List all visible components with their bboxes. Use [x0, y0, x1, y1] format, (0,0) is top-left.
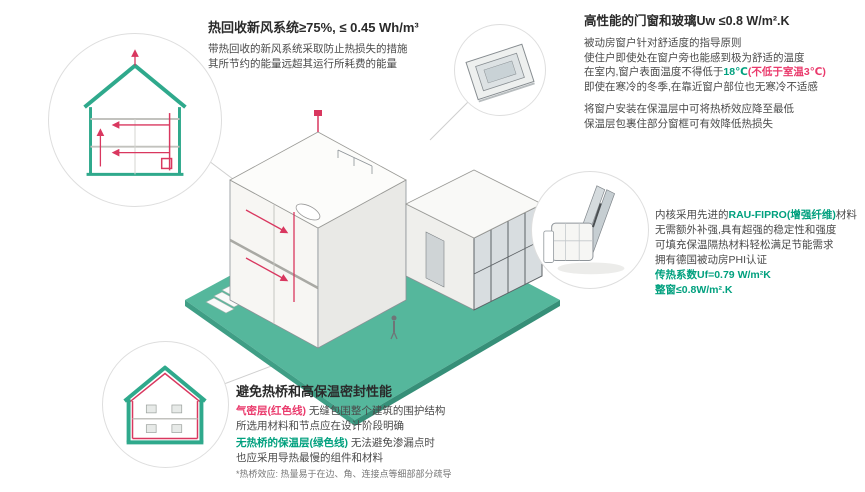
heat-exchanger-unit	[160, 157, 173, 170]
text-line: 气密层(红色线) 无缝包围整个建筑的围护结构	[236, 404, 556, 419]
text-line: 在室内,窗户表面温度不得低于18℃(不低于室温3℃)	[584, 65, 859, 80]
ventilation-title: 热回收新风系统≥75%, ≤ 0.45 Wh/m³	[208, 20, 419, 35]
person-figure	[390, 315, 398, 340]
insulation-layer-highlight: 无热桥的保温层(绿色线)	[236, 437, 348, 449]
profile-body: 内核采用先进的RAU-FIPRO(增强纤维)材料 无需额外补强,具有超强的稳定性…	[655, 208, 860, 298]
material-highlight: RAU-FIPRO(增强纤维)	[728, 209, 836, 221]
text-line: 内核采用先进的RAU-FIPRO(增强纤维)材料	[655, 208, 860, 223]
text-line: 将窗户安装在保温层中可将热桥效应降至最低	[584, 103, 794, 115]
u-value-frame: 传热系数Uf=0.79 W/m²K	[655, 269, 771, 281]
airtight-layer-highlight: 气密层(红色线)	[236, 405, 306, 417]
ventilation-house-illustration	[83, 49, 187, 176]
thermal-envelope-circle	[102, 341, 229, 468]
window-profile-illustration	[543, 185, 625, 275]
isometric-house-illustration	[185, 110, 560, 426]
ventilation-detail-circle	[48, 33, 222, 207]
thermal-title: 避免热桥和高保温密封性能	[236, 384, 393, 399]
windows-body: 被动房窗户针对舒适度的指导原则 使住户即使处在窗户旁也能感到极为舒适的温度 在室…	[584, 36, 859, 131]
temperature-highlight: 18℃	[723, 66, 748, 78]
text-line: 拥有德国被动房PHI认证	[655, 254, 768, 266]
text-line: 也应采用导热最慢的组件和材料	[236, 452, 383, 464]
text-line: 可填充保温隔热材料轻松满足节能需求	[655, 239, 834, 251]
text-line: 无需额外补强,具有超强的稳定性和强度	[655, 224, 837, 236]
text-segment: 材料	[835, 209, 857, 221]
text-line: 使住户即使处在窗户旁也能感到极为舒适的温度	[584, 51, 805, 64]
temperature-note-highlight: (不低于室温3℃)	[747, 66, 826, 78]
u-value-window: 整窗≤0.8W/m².K	[655, 284, 733, 296]
text-line: 保温层包裹住部分窗框可有效降低热损失	[584, 117, 773, 130]
thermal-paragraph-insulation: 无热桥的保温层(绿色线) 无法避免渗漏点时 也应采用导热最慢的组件和材料	[236, 436, 556, 466]
text-line: 即使在寒冷的冬季,在靠近窗户部位也无寒冷不适感	[584, 80, 818, 93]
text-line: 被动房窗户针对舒适度的指导原则	[584, 37, 742, 49]
text-segment: 无缝包围整个建筑的围护结构	[306, 405, 446, 417]
text-line: 所选用材料和节点应在设计阶段明确	[236, 420, 404, 432]
text-line: 无热桥的保温层(绿色线) 无法避免渗漏点时	[236, 436, 556, 451]
bathtub	[295, 203, 321, 221]
text-segment: 内核采用先进的	[655, 209, 729, 221]
text-line: 其所节约的能量远超其运行所耗费的能量	[208, 57, 397, 70]
window-corner-illustration	[465, 43, 535, 103]
thermal-envelope-house-illustration	[123, 365, 207, 445]
windows-title: 高性能的门窗和玻璃Uw ≤0.8 W/m².K	[584, 14, 790, 28]
text-segment: 在室内,窗户表面温度不得低于	[584, 66, 724, 78]
window-corner-circle	[454, 24, 546, 116]
thermal-paragraph-airtight: 气密层(红色线) 无缝包围整个建筑的围护结构 所选用材料和节点应在设计阶段明确	[236, 404, 556, 434]
thermal-footnote: *热桥效应: 热量易于在边、角、连接点等细部部分疏导	[236, 469, 452, 479]
window-profile-circle	[531, 171, 649, 289]
text-line: 带热回收的新风系统采取防止热损失的措施	[208, 43, 408, 55]
ventilation-body: 带热回收的新风系统采取防止热损失的措施 其所节约的能量远超其运行所耗费的能量	[208, 42, 488, 71]
text-segment: 无法避免渗漏点时	[348, 437, 435, 449]
